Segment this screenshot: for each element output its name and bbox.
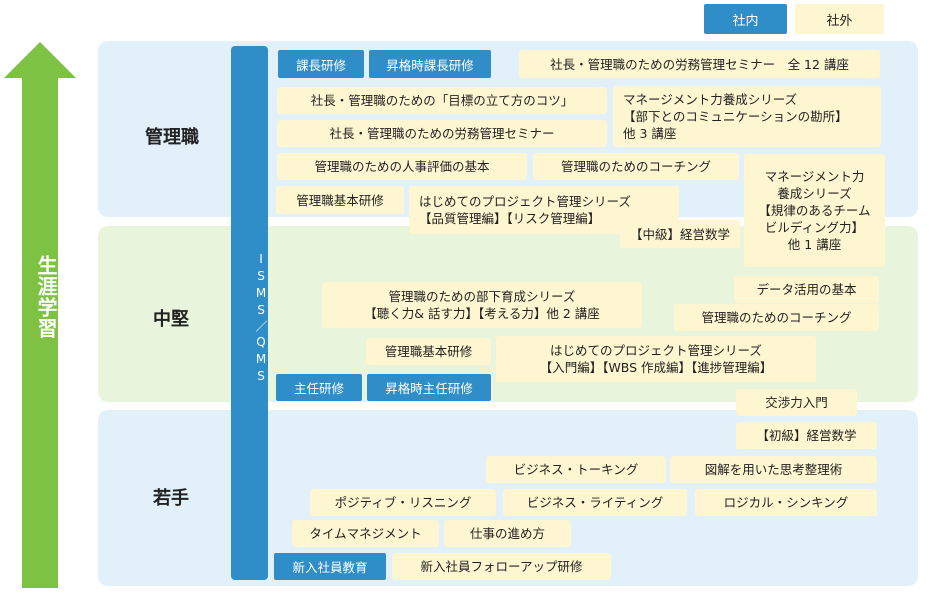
- course-data-katsuyo[interactable]: データ活用の基本: [734, 276, 879, 303]
- course-pm-quality-line2: 【品質管理編】【リスク管理編】: [419, 211, 601, 226]
- course-time-mgmt[interactable]: タイムマネジメント: [292, 520, 439, 547]
- level-mid: 中堅: [153, 309, 189, 330]
- lifelong-learning-arrow: [4, 42, 76, 588]
- course-mgmt-series-2-line1: マネージメント力: [764, 169, 865, 184]
- course-shunin[interactable]: 主任研修: [276, 374, 362, 401]
- course-mgmt-series-2-line5: 他 1 講座: [787, 237, 842, 252]
- course-mgmt-series-2-line3: 【規律のあるチーム: [758, 203, 871, 218]
- course-logical-thinking[interactable]: ロジカル・シンキング: [695, 489, 877, 516]
- course-buka-ikusei-line2: 【聴く力& 話す力】【考える力】他 2 講座: [364, 306, 600, 321]
- isms-qms-label: ISMS／QMS: [254, 252, 268, 386]
- course-shokaku-kacho[interactable]: 昇格時課長研修: [369, 50, 491, 78]
- course-pm-intro-line2: 【入門編】【WBS 作成編】【進捗管理編】: [539, 360, 773, 375]
- course-keiei-shokyu[interactable]: 【初級】経営数学: [736, 422, 877, 449]
- course-positive-listening[interactable]: ポジティブ・リスニング: [310, 489, 496, 516]
- legend-external: 社外: [795, 4, 884, 34]
- course-kanrishoku-kihon-manager[interactable]: 管理職基本研修: [276, 186, 404, 214]
- course-buka-ikusei[interactable]: 管理職のための部下育成シリーズ 【聴く力& 話す力】【考える力】他 2 講座: [322, 282, 642, 328]
- course-biz-writing[interactable]: ビジネス・ライティング: [503, 489, 687, 516]
- course-mgmt-series-2[interactable]: マネージメント力 養成シリーズ 【規律のあるチーム ビルディング力】 他 1 講…: [744, 154, 885, 267]
- course-pm-intro[interactable]: はじめてのプロジェクト管理シリーズ 【入門編】【WBS 作成編】【進捗管理編】: [496, 336, 816, 382]
- course-jinji[interactable]: 管理職のための人事評価の基本: [277, 153, 527, 180]
- course-shinnyu[interactable]: 新入社員教育: [274, 553, 386, 580]
- course-shigoto[interactable]: 仕事の進め方: [444, 520, 571, 547]
- isms-qms-column: [231, 46, 268, 580]
- course-mgmt-series-line1: マネージメント力養成シリーズ: [623, 92, 798, 107]
- course-pm-intro-line1: はじめてのプロジェクト管理シリーズ: [550, 343, 762, 358]
- course-buka-ikusei-line1: 管理職のための部下育成シリーズ: [388, 289, 576, 304]
- level-manager: 管理職: [145, 127, 199, 148]
- course-koushou[interactable]: 交渉力入門: [736, 389, 857, 416]
- course-pm-quality-line1: はじめてのプロジェクト管理シリーズ: [419, 194, 631, 209]
- course-roumu-12[interactable]: 社長・管理職のための労務管理セミナー 全 12 講座: [519, 50, 880, 78]
- course-shokaku-shunin[interactable]: 昇格時主任研修: [367, 374, 491, 401]
- arrow-label: 生涯学習: [34, 255, 58, 339]
- course-keiei-chukyu[interactable]: 【中級】経営数学: [620, 220, 740, 248]
- course-biz-talking[interactable]: ビジネス・トーキング: [486, 456, 666, 483]
- legend-internal: 社内: [704, 4, 787, 34]
- course-mokuhyo[interactable]: 社長・管理職のための「目標の立て方のコツ」: [277, 87, 607, 114]
- course-mgmt-series-line3: 他 3 講座: [623, 126, 677, 141]
- course-roumu[interactable]: 社長・管理職のための労務管理セミナー: [277, 120, 607, 147]
- course-coaching-manager[interactable]: 管理職のためのコーチング: [533, 153, 739, 180]
- course-mgmt-series-2-line4: ビルディング力】: [764, 220, 865, 235]
- level-junior: 若手: [153, 488, 189, 509]
- course-kanrishoku-kihon-mid[interactable]: 管理職基本研修: [366, 338, 491, 365]
- course-kacho[interactable]: 課長研修: [278, 50, 364, 78]
- course-followup[interactable]: 新入社員フォローアップ研修: [392, 553, 611, 580]
- course-mgmt-series-line2: 【部下とのコミュニケーションの勘所】: [623, 109, 848, 124]
- course-coaching-mid[interactable]: 管理職のためのコーチング: [674, 304, 879, 331]
- course-mgmt-series[interactable]: マネージメント力養成シリーズ 【部下とのコミュニケーションの勘所】 他 3 講座: [613, 86, 881, 147]
- course-mgmt-series-2-line2: 養成シリーズ: [777, 186, 852, 201]
- course-zukai[interactable]: 図解を用いた思考整理術: [670, 456, 877, 483]
